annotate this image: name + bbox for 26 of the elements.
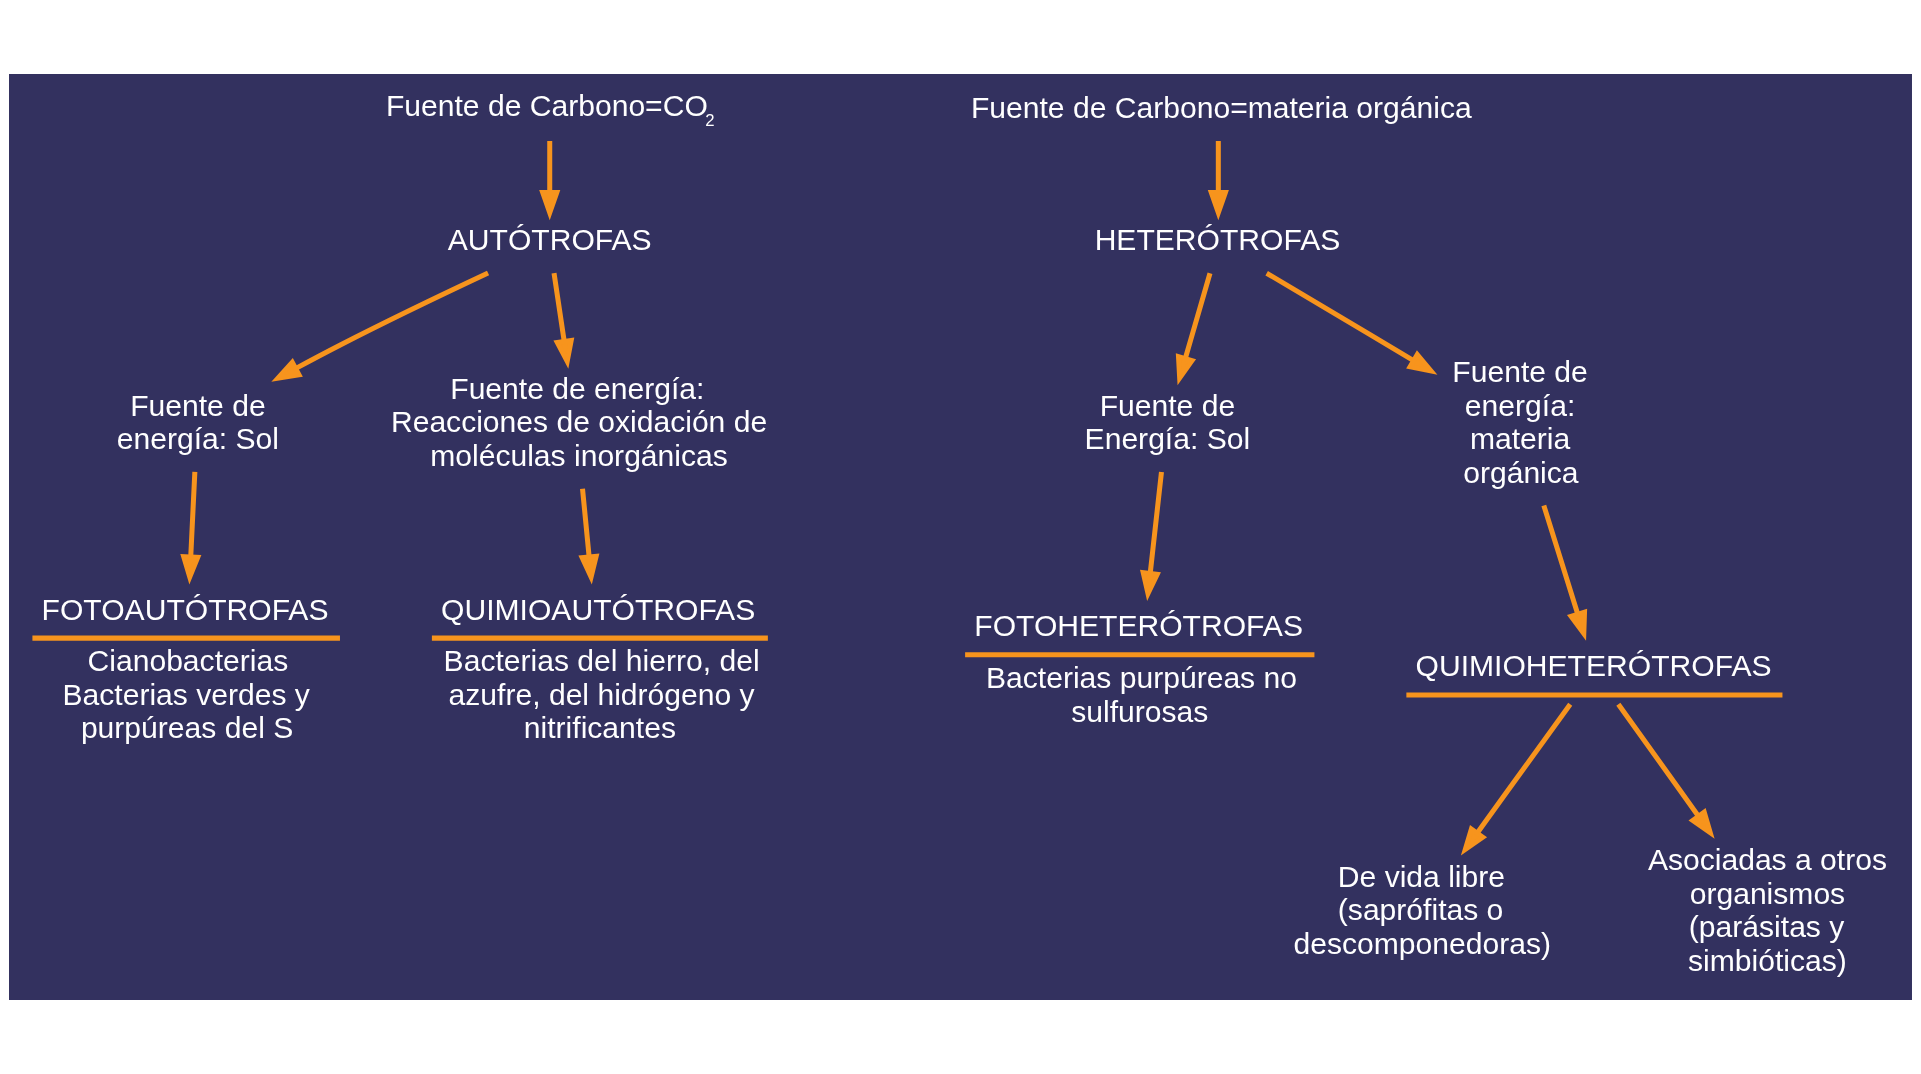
arrow — [578, 488, 600, 585]
arrow — [539, 141, 561, 221]
node-text: FOTOAUTÓTROFAS Cianobacterias Bacterias verdes y purpúreas del S — [41, 592, 329, 745]
arrow — [1265, 271, 1438, 375]
arrow — [180, 471, 202, 585]
arrow — [1140, 471, 1164, 601]
node-text: Fuente de energía: materia orgánica — [1452, 355, 1588, 489]
node-text: Fuente de Carbono=materia orgánica — [970, 91, 1472, 125]
node-text: Fuente de energía: Sol — [116, 388, 280, 456]
arrow — [551, 272, 575, 369]
node-text: Fuente de energía: Reacciones de oxidación de moléculas inorgánicas — [390, 371, 768, 472]
node-text: AUTÓTROFAS — [447, 223, 652, 257]
arrow — [1175, 272, 1213, 386]
node-text: HETERÓTROFAS — [1094, 223, 1341, 257]
node-text: FOTOHETERÓTROFAS Bacterias purpúreas no sulfurosas — [974, 609, 1303, 728]
node-text: Fuente de Energía: Sol — [1084, 388, 1251, 456]
node-text: Asociadas a otros organismos (parásitas y simbióticas) — [1647, 843, 1887, 977]
arrow — [1460, 702, 1573, 856]
arrow — [1616, 702, 1715, 839]
arrow — [1207, 141, 1229, 221]
node-text: QUIMIOHETERÓTROFAS — [1415, 649, 1772, 683]
node-text: QUIMIOAUTÓTROFAS Bacterias del hierro, del azufre, del hidrógeno y nitrificantes — [441, 592, 760, 745]
node-text: Fuente de Carbono=CO$_{2}$ — [385, 89, 715, 130]
node-text: De vida libre (saprófitas o descomponedoras) — [1293, 860, 1552, 960]
arrow — [1541, 504, 1588, 641]
arrow — [271, 270, 490, 382]
